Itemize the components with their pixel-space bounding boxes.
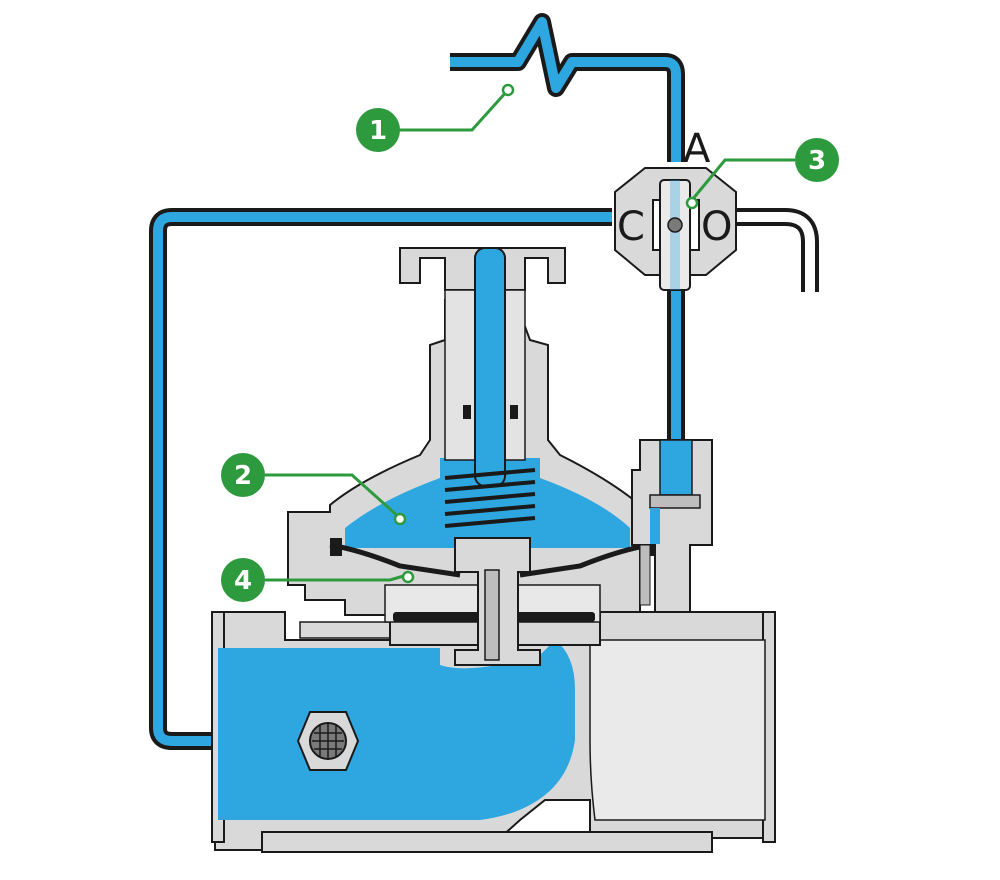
callout-2: 2 [221, 453, 265, 497]
callout-1-number: 1 [369, 116, 387, 146]
vent-pipe [735, 208, 819, 292]
supply-pipe [450, 13, 685, 162]
control-tube [149, 208, 612, 750]
three-way-selector[interactable]: A C O [614, 126, 737, 291]
selector-port-a-label: A [683, 126, 711, 172]
valve-body [211, 611, 776, 853]
callout-1: 1 [356, 108, 400, 152]
callout-4-number: 4 [234, 566, 252, 596]
diaphragm-assembly [329, 537, 658, 666]
callout-anchors [393, 83, 699, 584]
strainer [296, 711, 360, 771]
callout-3-number: 3 [808, 146, 826, 176]
callout-leaders [265, 88, 795, 582]
callout-3: 3 [795, 138, 839, 182]
callout-4: 4 [221, 558, 265, 602]
port-fitting [631, 439, 713, 613]
spring [444, 468, 536, 528]
selector-port-o-label: O [701, 204, 732, 250]
callout-2-number: 2 [234, 461, 252, 491]
selector-port-c-label: C [617, 204, 645, 250]
